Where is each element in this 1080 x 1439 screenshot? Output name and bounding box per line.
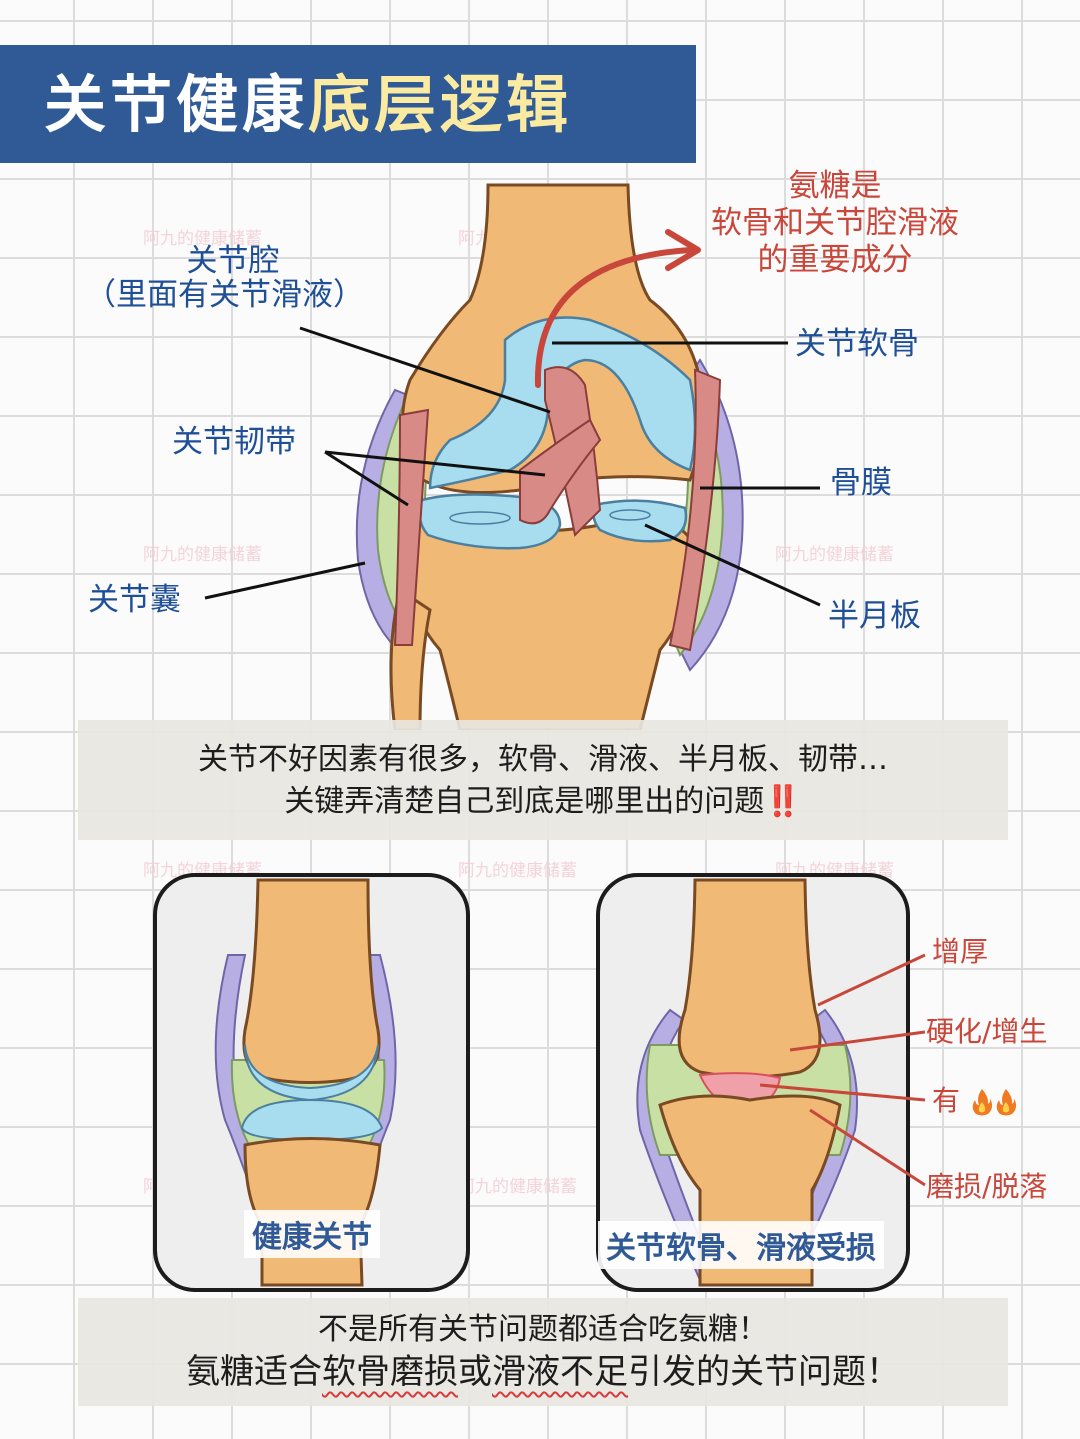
fire-icon xyxy=(995,1088,1017,1116)
label-joint-cavity: 关节腔 xyxy=(118,243,348,280)
callout-inflamed-text: 有 xyxy=(932,1084,960,1117)
joint-comparison-panels xyxy=(0,860,1080,1300)
info-band-line2-text: 关键弄清楚自己到底是哪里出的问题 xyxy=(284,784,764,819)
callout-harden: 硬化/增生 xyxy=(926,1015,1047,1049)
healthy-bone-upper xyxy=(244,880,379,1083)
fire-icon xyxy=(971,1088,993,1116)
leader-capsule xyxy=(205,563,365,598)
glucosamine-note: 氨糖是 软骨和关节腔滑液 的重要成分 xyxy=(690,168,980,280)
bottom-line2-part-e: 引发的关节问题！ xyxy=(628,1352,900,1392)
bottom-line2-cartilage-wear: 软骨磨损 xyxy=(322,1352,458,1392)
label-capsule: 关节囊 xyxy=(88,582,181,619)
bottom-line2-fluid-insufficient: 滑液不足 xyxy=(492,1352,628,1392)
bottom-line2-part-a: 氨糖适合 xyxy=(186,1352,322,1392)
bottom-band: 不是所有关节问题都适合吃氨糖！ 氨糖适合软骨磨损或滑液不足引发的关节问题！ xyxy=(78,1298,1008,1406)
callout-wear: 磨损/脱落 xyxy=(926,1170,1047,1204)
bottom-band-line2: 氨糖适合软骨磨损或滑液不足引发的关节问题！ xyxy=(78,1350,1008,1396)
healthy-joint-label: 健康关节 xyxy=(244,1210,380,1258)
label-periosteum: 骨膜 xyxy=(830,465,892,502)
label-joint-cavity-sub: （里面有关节滑液） xyxy=(85,277,364,314)
info-band-line2: 关键弄清楚自己到底是哪里出的问题‼️ xyxy=(78,782,1008,823)
label-meniscus: 半月板 xyxy=(828,598,921,635)
damaged-joint-label: 关节软骨、滑液受损 xyxy=(598,1221,884,1269)
note-line3: 的重要成分 xyxy=(690,242,980,279)
note-line1: 氨糖是 xyxy=(690,168,980,205)
tibia-bone xyxy=(409,520,692,730)
bottom-band-line1: 不是所有关节问题都适合吃氨糖！ xyxy=(78,1310,1008,1351)
bottom-line2-part-c: 或 xyxy=(458,1352,492,1392)
note-line2: 软骨和关节腔滑液 xyxy=(690,205,980,242)
double-exclamation-icon: ‼️ xyxy=(764,784,801,819)
label-cartilage: 关节软骨 xyxy=(795,326,919,363)
label-joint-cavity-title: 关节腔 xyxy=(118,243,348,280)
callout-inflamed: 有 xyxy=(932,1084,1017,1118)
info-band-line1: 关节不好因素有很多，软骨、滑液、半月板、韧带… xyxy=(78,740,1008,781)
info-band: 关节不好因素有很多，软骨、滑液、半月板、韧带… 关键弄清楚自己到底是哪里出的问题… xyxy=(78,720,1008,840)
label-ligament: 关节韧带 xyxy=(172,424,296,461)
callout-thicken: 增厚 xyxy=(932,935,988,969)
